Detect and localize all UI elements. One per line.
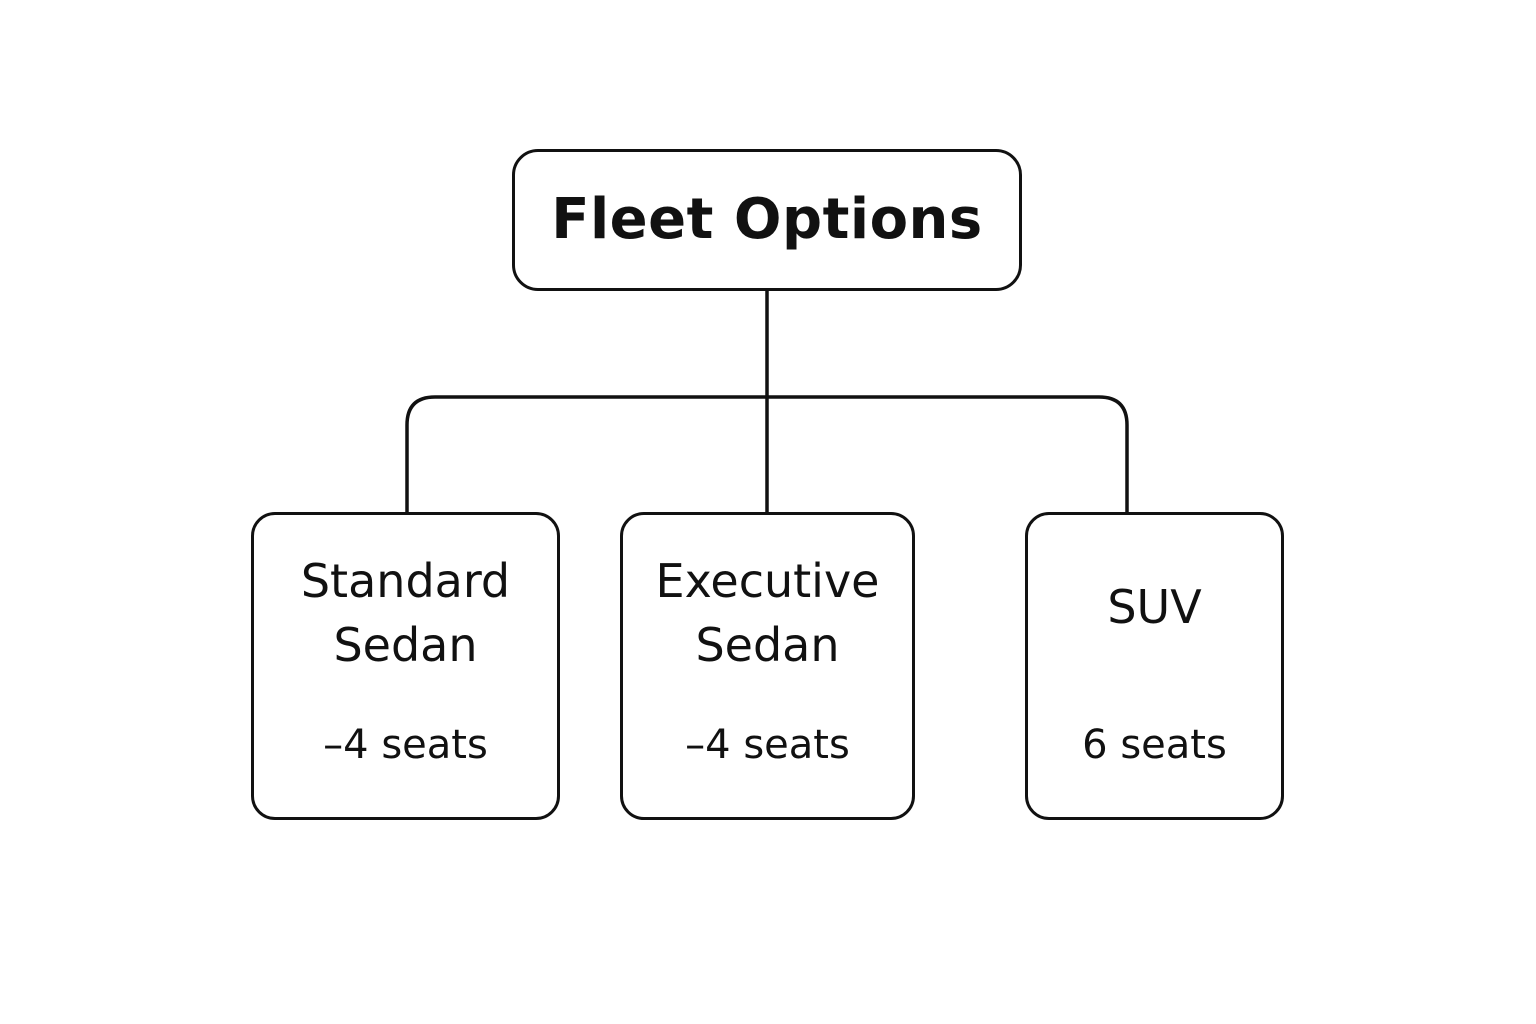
node-name-line-1: Standard <box>300 554 511 608</box>
node-name: Executive Sedan <box>623 549 912 677</box>
connector-horizontal-bar <box>405 395 1129 514</box>
node-suv: SUV 6 seats <box>1025 512 1284 820</box>
node-name-line-2: Sedan <box>333 618 478 672</box>
root-node-title: Fleet Options <box>551 187 983 252</box>
node-name: Standard Sedan <box>254 549 557 677</box>
node-name: SUV <box>1028 575 1281 639</box>
root-node-box: Fleet Options <box>512 149 1022 291</box>
node-seats: –4 seats <box>685 722 850 768</box>
node-executive-sedan: Executive Sedan –4 seats <box>620 512 915 820</box>
node-name-line-1: Executive <box>655 554 880 608</box>
node-name-line-1: SUV <box>1107 580 1202 634</box>
node-name-line-2: Sedan <box>695 618 840 672</box>
node-seats: 6 seats <box>1082 722 1227 768</box>
node-standard-sedan: Standard Sedan –4 seats <box>251 512 560 820</box>
node-seats: –4 seats <box>323 722 488 768</box>
